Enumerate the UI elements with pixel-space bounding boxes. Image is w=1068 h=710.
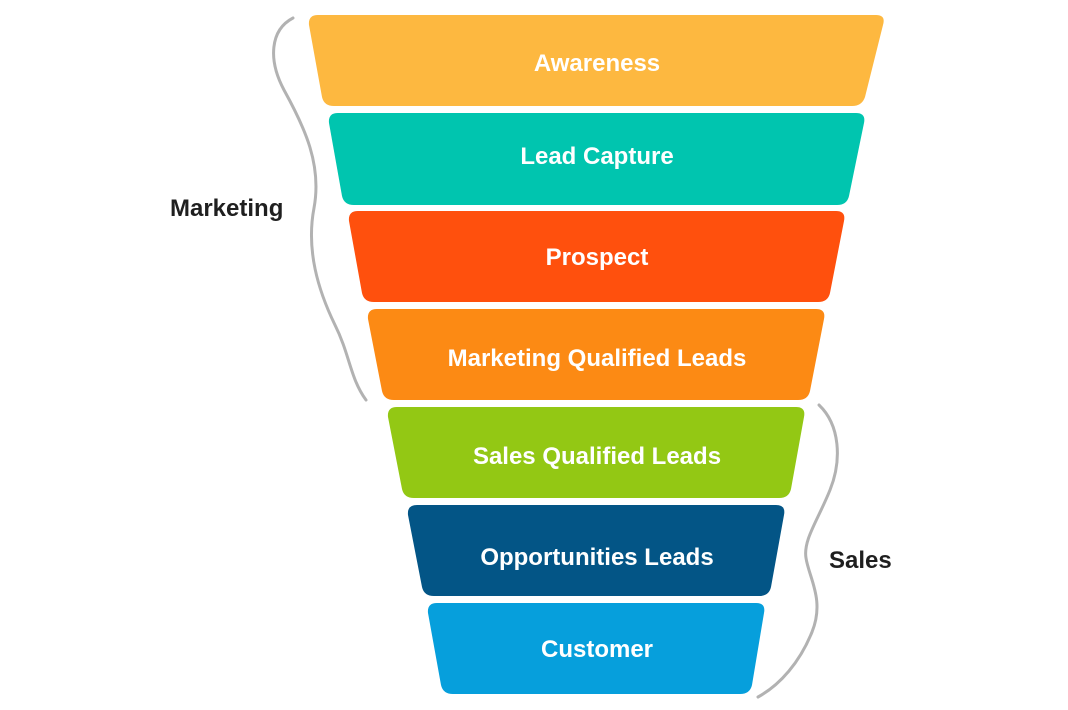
funnel-stage-lead-capture-label: Lead Capture <box>520 143 673 170</box>
sales-group-label: Sales <box>829 547 892 574</box>
funnel-stage-opportunities-leads: Opportunities Leads <box>407 505 785 596</box>
funnel-stage-prospect: Prospect <box>348 211 845 302</box>
marketing-group-label: Marketing <box>170 195 283 222</box>
funnel-stage-awareness-shape <box>308 15 884 106</box>
marketing-brace <box>272 16 368 402</box>
funnel-stage-customer-label: Customer <box>541 636 653 663</box>
funnel-stage-mql-shape <box>367 309 825 400</box>
sales-group: Sales <box>756 403 892 699</box>
funnel-stage-sales-qualified-leads: Sales Qualified Leads <box>387 407 805 498</box>
marketing-group: Marketing <box>170 16 368 402</box>
funnel-stage-opportunities-label: Opportunities Leads <box>480 544 713 571</box>
funnel-stage-opportunities-shape <box>407 505 785 596</box>
funnel-stage-sql-label: Sales Qualified Leads <box>473 443 721 470</box>
funnel-stage-awareness-label: Awareness <box>534 50 660 77</box>
funnel-stage-lead-capture: Lead Capture <box>328 113 865 205</box>
sales-brace <box>756 403 839 699</box>
funnel-stage-sql-shape <box>387 407 805 498</box>
funnel-stage-customer: Customer <box>427 603 765 694</box>
funnel-stage-lead-capture-shape <box>328 113 865 205</box>
funnel-stage-prospect-label: Prospect <box>546 244 649 271</box>
funnel-stage-marketing-qualified-leads: Marketing Qualified Leads <box>367 309 825 400</box>
funnel-stage-awareness: Awareness <box>308 15 884 106</box>
funnel-stage-prospect-shape <box>348 211 845 302</box>
funnel-stage-customer-shape <box>427 603 765 694</box>
funnel-stage-mql-label: Marketing Qualified Leads <box>448 345 747 372</box>
